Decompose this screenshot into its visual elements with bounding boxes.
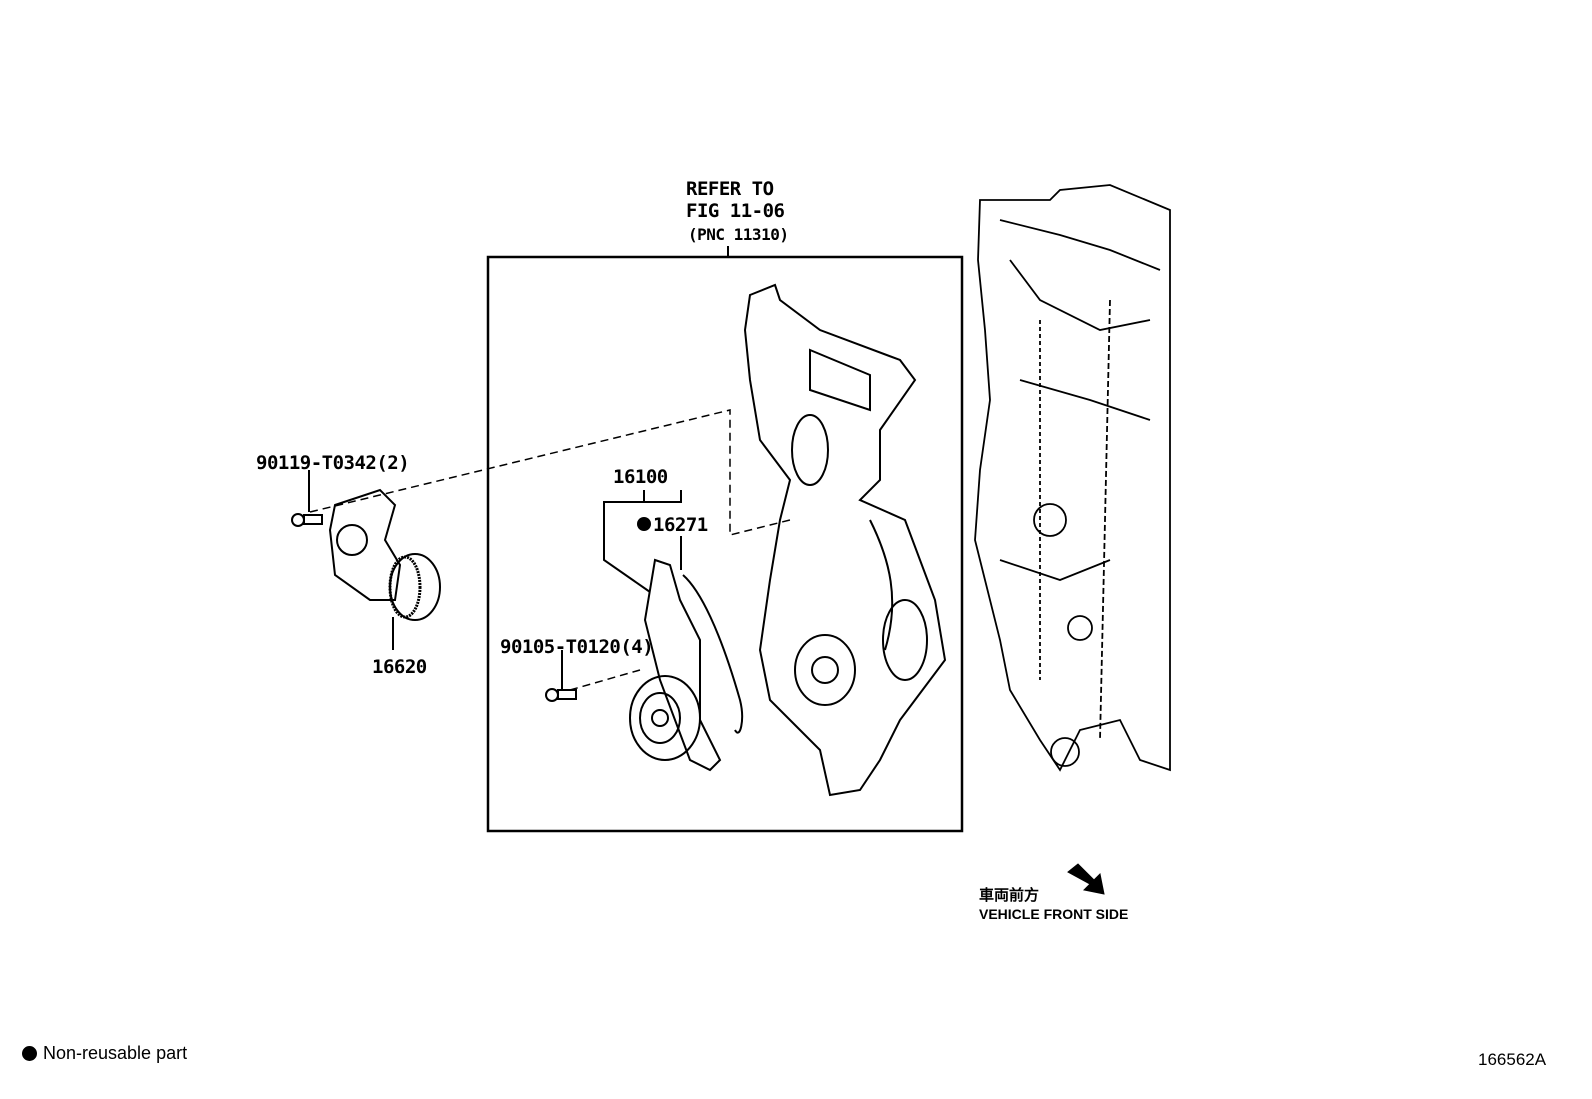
reference-line1: REFER TO	[686, 178, 774, 200]
non-reusable-dot-icon	[637, 517, 651, 531]
timing-chain-cover	[743, 283, 947, 797]
reference-box	[486, 255, 964, 833]
bolt-icon	[291, 513, 323, 527]
part-label-bolt-tensioner[interactable]: 90119-T0342(2)	[256, 452, 410, 474]
bolt-icon	[545, 688, 577, 702]
tensioner-assembly	[328, 488, 441, 621]
figure-id: 166562A	[1478, 1050, 1547, 1069]
legend: Non-reusable part	[22, 1043, 187, 1064]
part-label-tensioner[interactable]: 16620	[372, 656, 427, 678]
reference-line2: FIG 11-06	[686, 200, 785, 222]
legend-label: Non-reusable part	[43, 1043, 188, 1063]
engine-block	[974, 184, 1171, 772]
part-label-bolt-pump[interactable]: 90105-T0120(4)	[500, 636, 654, 658]
non-reusable-dot-icon	[22, 1046, 37, 1061]
part-label-gasket[interactable]: 16271	[653, 514, 708, 536]
part-label-water-pump[interactable]: 16100	[613, 466, 668, 488]
direction-japanese: 車両前方	[979, 887, 1040, 904]
direction-english: VEHICLE FRONT SIDE	[979, 906, 1129, 922]
water-pump	[629, 558, 744, 772]
front-arrow-icon	[1067, 863, 1105, 895]
reference-line3: (PNC 11310)	[688, 225, 789, 244]
